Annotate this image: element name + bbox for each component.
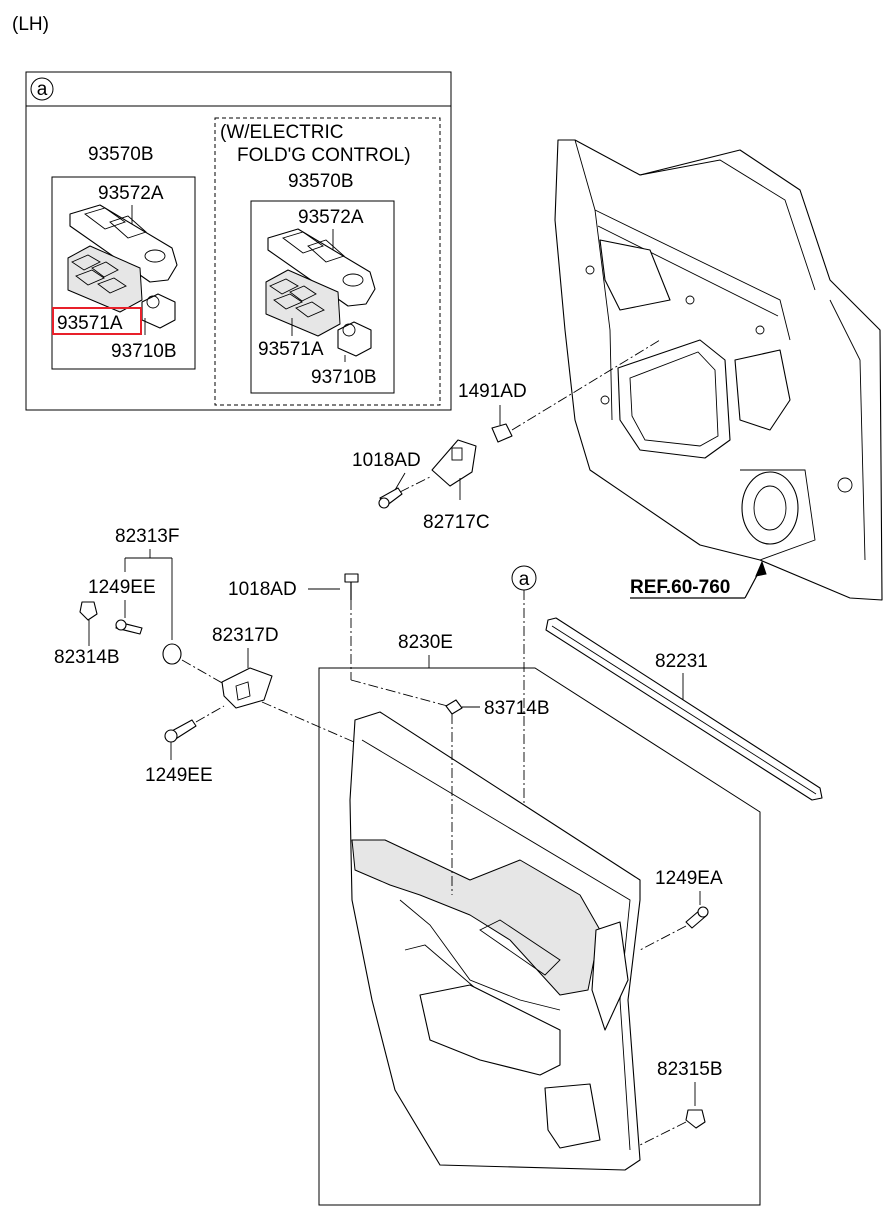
weatherstrip-82231-drawing [545,617,823,801]
grommet-82313F-drawing [162,643,182,665]
trim-panel-frame [318,667,761,1206]
detail-box-frame [25,71,452,411]
clip-83714B-drawing [445,699,463,715]
door-trim-panel-drawing [349,711,641,1171]
label-1249EE-upper[interactable]: 1249EE [88,577,156,598]
fold-main-switch-drawing [265,269,341,337]
label-1249EE-lower[interactable]: 1249EE [145,765,213,786]
side-label: (LH) [12,14,49,35]
clip-1491AD-drawing [491,423,513,443]
label-1249EA[interactable]: 1249EA [655,868,723,889]
label-1018AD-lower[interactable]: 1018AD [228,579,297,600]
label-93710B-standard[interactable]: 93710B [111,341,177,362]
electric-fold-title-line1: (W/ELECTRIC [220,122,344,143]
label-93570B-fold[interactable]: 93570B [288,171,354,192]
label-93572A-standard[interactable]: 93572A [98,183,164,204]
electric-fold-title-line2: FOLD'G CONTROL) [237,145,411,166]
detail-callout-circle [30,77,54,101]
label-82315B[interactable]: 82315B [657,1059,723,1080]
label-93572A-fold[interactable]: 93572A [298,207,364,228]
detail-box: a 93570B 93572A 93571A 93710B ( [25,71,452,411]
label-93571A-fold[interactable]: 93571A [258,339,324,360]
bracket-82317D-drawing [221,667,273,709]
fold-assembly-frame [250,200,395,394]
clip-82315B-drawing [685,1109,706,1129]
standard-switch-group: 93570B 93572A 93571A 93710B [51,144,196,370]
detail-callout-label: a [37,79,48,100]
label-82231[interactable]: 82231 [655,651,708,672]
fold-sub-switch-drawing [337,321,372,357]
standard-assembly-frame [51,176,196,370]
bracket-82717C-drawing [431,439,477,487]
label-1491AD[interactable]: 1491AD [458,381,527,402]
electric-fold-frame [214,117,441,406]
label-83714B[interactable]: 83714B [484,698,550,719]
main-callout-label: a [519,569,530,590]
switch-cover-drawing [69,204,178,283]
label-82317D[interactable]: 82317D [212,625,279,646]
nut-82314B-drawing [79,601,98,621]
label-1018AD-upper[interactable]: 1018AD [352,450,421,471]
screw-1018AD-lower-drawing [344,573,359,583]
label-82313F[interactable]: 82313F [115,526,179,547]
label-93570B-standard[interactable]: 93570B [88,144,154,165]
label-93571A-standard[interactable]: 93571A [57,313,123,334]
door-inner-panel-drawing [554,139,883,601]
fold-switch-cover-drawing [267,228,376,307]
highlight-93571A [52,307,142,335]
main-switch-drawing [67,245,143,313]
label-ref-60-760[interactable]: REF.60-760 [630,577,730,598]
label-82717C[interactable]: 82717C [423,512,490,533]
label-93710B-fold[interactable]: 93710B [311,367,377,388]
label-82314B[interactable]: 82314B [54,647,120,668]
label-8230E[interactable]: 8230E [398,632,453,653]
electric-fold-switch-group: (W/ELECTRIC FOLD'G CONTROL) 93570B 93572… [214,117,441,406]
